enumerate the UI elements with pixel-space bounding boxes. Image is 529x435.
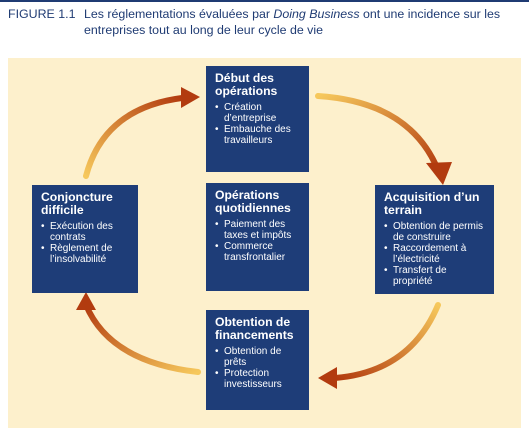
list-item: Création d’entreprise xyxy=(215,102,300,124)
box-obtention-financements: Obtention de financements Obtention de p… xyxy=(206,310,309,410)
arrow-acquisition-to-obtention xyxy=(332,302,441,381)
box-list: Création d’entreprise Embauche des trava… xyxy=(215,102,300,146)
list-item: Obtention de permis de construire xyxy=(384,221,485,243)
list-item: Paiement des taxes et impôts xyxy=(215,219,300,241)
box-title: Début des opérations xyxy=(215,71,278,98)
box-debut-operations: Début des opérations Création d’entrepri… xyxy=(206,66,309,172)
box-list: Obtention de prêts Protection investisse… xyxy=(215,346,300,390)
caption-prefix: Les réglementations évaluées par xyxy=(84,7,274,21)
list-item: Raccordement à l’électricité xyxy=(384,243,485,265)
arrowhead-acquisition xyxy=(426,162,452,185)
box-title: Obtention de financements xyxy=(215,315,294,342)
list-item: Obtention de prêts xyxy=(215,346,300,368)
arrowhead-conjoncture xyxy=(76,292,96,310)
top-rule xyxy=(0,0,529,2)
arrowhead-debut xyxy=(181,87,200,108)
box-operations-quotidiennes: Opérations quotidiennes Paiement des tax… xyxy=(206,183,309,291)
figure-label: FIGURE 1.1 xyxy=(8,7,76,21)
list-item: Transfert de propriété xyxy=(384,265,485,287)
box-acquisition-terrain: Acquisition d’un terrain Obtention de pe… xyxy=(375,185,494,294)
arrow-obtention-to-conjoncture xyxy=(83,302,201,375)
box-list: Paiement des taxes et impôts Commerce tr… xyxy=(215,219,300,263)
arrow-debut-to-acquisition xyxy=(315,93,441,173)
box-conjoncture-difficile: Conjoncture difficile Exécution des cont… xyxy=(32,185,138,293)
arrowhead-obtention xyxy=(318,367,337,389)
box-title: Acquisition d’un terrain xyxy=(384,190,480,217)
list-item: Embauche des travailleurs xyxy=(215,124,300,146)
caption-suffix: ont une incidence sur les entreprises to… xyxy=(84,7,501,37)
list-item: Règlement de l’insolvabilité xyxy=(41,243,129,265)
list-item: Commerce transfrontalier xyxy=(215,241,300,263)
list-item: Protection investisseurs xyxy=(215,368,300,390)
figure-caption: FIGURE 1.1 Les réglementations évaluées … xyxy=(8,6,523,37)
caption-emphasis: Doing Business xyxy=(273,7,360,21)
arrow-conjoncture-to-debut xyxy=(83,95,185,179)
figure-caption-text: Les réglementations évaluées par Doing B… xyxy=(84,6,523,38)
box-list: Obtention de permis de construire Raccor… xyxy=(384,221,485,287)
box-title: Conjoncture difficile xyxy=(41,190,113,217)
box-title: Opérations quotidiennes xyxy=(215,188,291,215)
box-list: Exécution des contrats Règlement de l’in… xyxy=(41,221,129,265)
list-item: Exécution des contrats xyxy=(41,221,129,243)
